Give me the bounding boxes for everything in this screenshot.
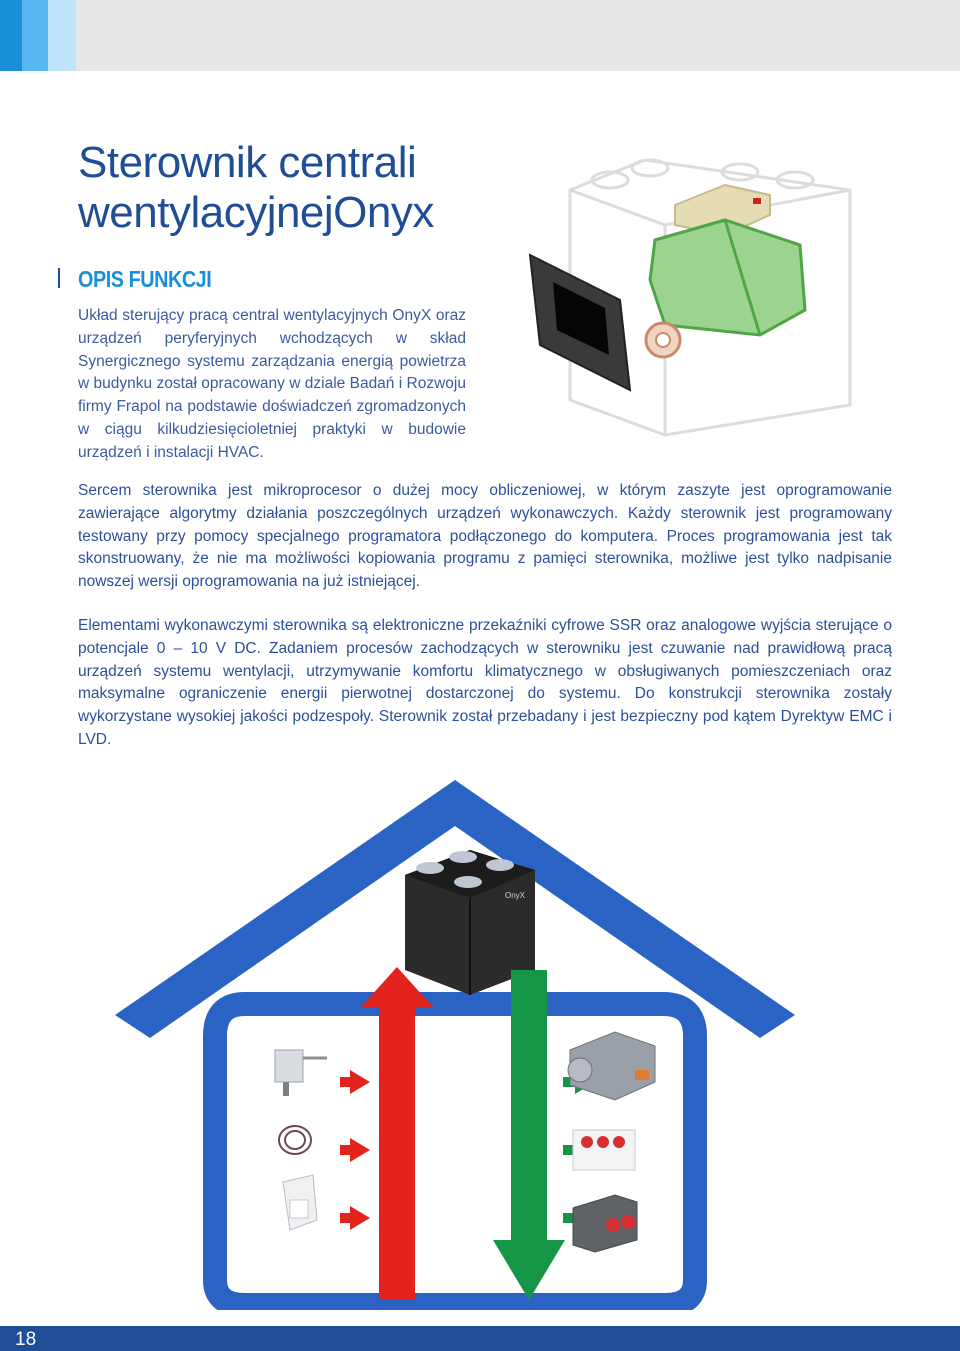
header-stripe-dark [0,0,22,71]
paragraph-1: Sercem sterownika jest mikroprocesor o d… [78,482,892,591]
input-arrow-2 [340,1138,370,1162]
section-marker [58,268,60,288]
page-number: 18 [15,1329,37,1350]
duct-heater-icon [567,1031,656,1101]
damper-box-icon [572,1194,638,1253]
cable-sensor-icon [278,1125,312,1155]
title-line-2: wentylacyjnejOnyx [78,188,434,237]
system-diagram: OnyX [115,780,795,1310]
unit-logo: OnyX [505,891,526,900]
supply-arrow-up [361,967,433,1300]
intro-paragraph: Układ sterujący pracą central wentylacyj… [78,307,466,461]
page-title: Sterownik centrali wentylacyjnejOnyx [78,138,498,238]
ventilation-unit-image: OnyX [405,850,535,995]
paragraph-2: Elementami wykonawczymi sterownika są el… [78,617,892,748]
motion-sensor-icon [282,1174,318,1231]
footer-bar [0,1326,960,1351]
exhaust-arrow-down [493,970,565,1300]
header-stripe-light [48,0,76,71]
title-line-1: Sterownik centrali [78,138,417,187]
input-arrow-1 [340,1070,370,1094]
header-bar [0,0,960,71]
house-walls [203,992,707,1310]
header-stripe-mid [22,0,48,71]
section-heading: OPIS FUNKCJI [78,266,212,292]
duct-sensor-icon [274,1049,327,1096]
input-arrow-3 [340,1206,370,1230]
controller-illustration [528,158,852,437]
heat-exchanger-icon [572,1129,636,1171]
house-outline [115,780,795,1038]
